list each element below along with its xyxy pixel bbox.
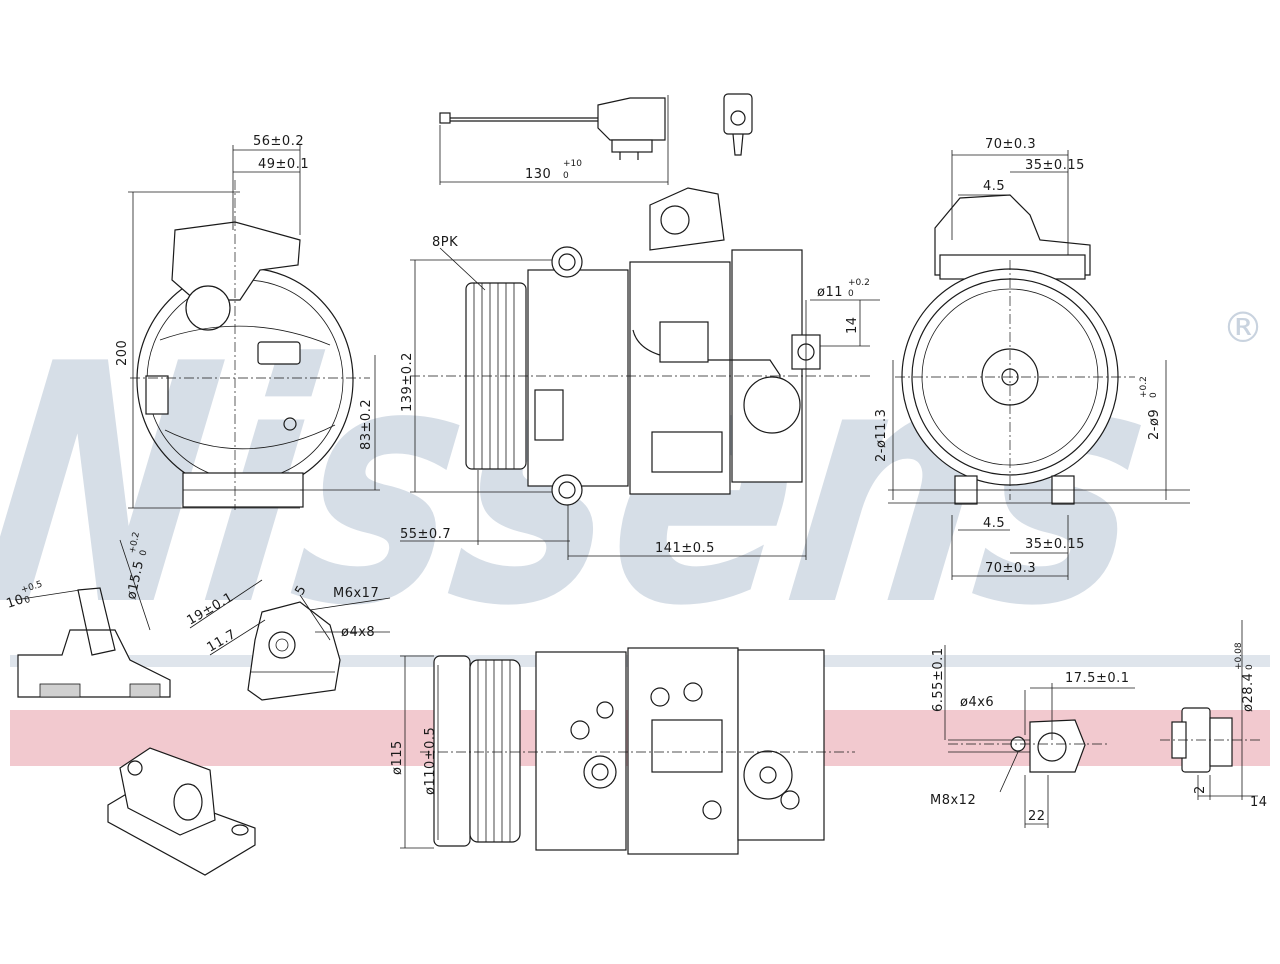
connector-dim: 130 +10 0 <box>525 159 582 182</box>
port-detail <box>14 539 171 698</box>
valve-detail <box>189 579 391 701</box>
dim-hole-tol-upper: +0.2 <box>848 278 870 288</box>
dim-4-5-top: 4.5 <box>983 179 1005 194</box>
dim-55: 55±0.7 <box>400 527 451 542</box>
belt-type: 8PK <box>432 235 458 250</box>
dim-6-55: 6.55±0.1 <box>931 647 946 712</box>
dim-35-bottom: 35±0.15 <box>1025 537 1085 552</box>
fitting-iso <box>107 747 256 876</box>
port-diameter-28-dim: ø28.4 +0.08 0 <box>1234 642 1256 712</box>
thread-m6: M6x17 <box>333 586 379 601</box>
registered-mark: ® <box>1222 303 1264 352</box>
dim-14-port: 14 <box>1250 795 1268 810</box>
dim-56: 56±0.2 <box>253 134 304 149</box>
dim-port-diameter-tol-lower: 0 <box>138 549 149 557</box>
dim-17-5: 17.5±0.1 <box>1065 671 1130 686</box>
pin-4x8: ø4x8 <box>341 625 375 640</box>
dim-hole-tol-lower: 0 <box>848 289 854 299</box>
bottom-view <box>400 647 855 855</box>
front-view <box>128 145 380 510</box>
dim-28-4: ø28.4 <box>1241 673 1256 712</box>
dim-holes-right-tol-upper: +0.2 <box>1139 376 1149 398</box>
dim-28-4-tol-upper: +0.08 <box>1234 642 1244 670</box>
dim-35-top: 35±0.15 <box>1025 158 1085 173</box>
side-view <box>400 187 880 560</box>
dim-22: 22 <box>1028 809 1046 824</box>
dim-angle: 10 <box>5 592 26 612</box>
dim-130-tol-lower: 0 <box>563 171 569 181</box>
dim-28-4-tol-lower: 0 <box>1245 664 1255 670</box>
dim-4-5-bottom: 4.5 <box>983 516 1005 531</box>
dim-pulley-inner: ø110±0.5 <box>423 727 438 795</box>
hole-dim: ø11 +0.2 0 <box>817 278 870 300</box>
dim-port-diameter-tol-upper: +0.2 <box>128 531 142 554</box>
dim-49: 49±0.1 <box>258 157 309 172</box>
holes-right-dim: 2-ø9 +0.2 0 <box>1139 376 1162 440</box>
port-side <box>1160 620 1260 800</box>
dim-83: 83±0.2 <box>359 399 374 450</box>
dim-angle-tol-lower: 0 <box>23 595 32 606</box>
wire-connector <box>439 95 669 185</box>
pin-4x6: ø4x6 <box>960 695 994 710</box>
dim-141: 141±0.5 <box>655 541 715 556</box>
rear-view <box>888 150 1190 580</box>
dim-130-tol-upper: +10 <box>563 159 582 169</box>
dim-200: 200 <box>115 340 130 366</box>
dim-holes-right-tol-lower: 0 <box>1149 392 1159 398</box>
dim-139: 139±0.2 <box>400 352 415 412</box>
dim-hole: ø11 <box>817 285 843 300</box>
dim-14-side: 14 <box>845 316 860 334</box>
dim-pulley-outer: ø115 <box>390 740 405 775</box>
dim-2: 2 <box>1193 785 1208 794</box>
dim-holes-left: 2-ø11.3 <box>874 409 889 462</box>
thread-m8: M8x12 <box>930 793 976 808</box>
mount-detail <box>944 645 1135 828</box>
dim-130: 130 <box>525 167 551 182</box>
dim-70-top: 70±0.3 <box>985 137 1036 152</box>
dim-holes-right: 2-ø9 <box>1147 409 1162 440</box>
sensor-plug <box>723 93 753 156</box>
dim-70-bottom: 70±0.3 <box>985 561 1036 576</box>
